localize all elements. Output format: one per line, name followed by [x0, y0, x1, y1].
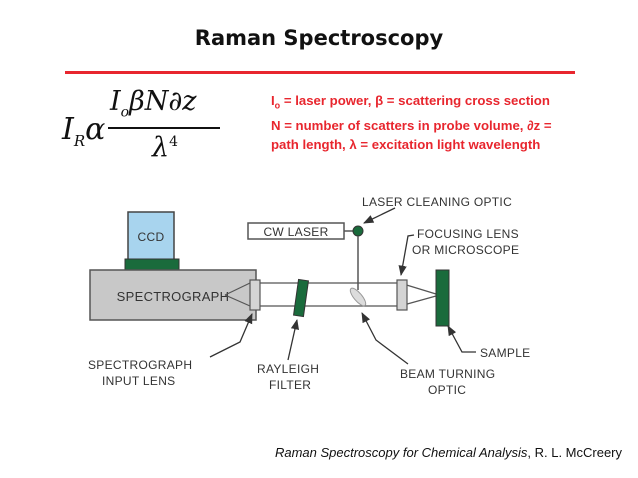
page-title: Raman Spectroscopy [194, 26, 444, 50]
rayleigh-filter [292, 278, 310, 318]
citation-title: Raman Spectroscopy for Chemical Analysis [274, 445, 528, 460]
formula-numerator-prefix: I [110, 86, 121, 117]
legend-line-3: path length, λ = excitation light wavele… [271, 136, 541, 152]
ccd-mount [124, 258, 180, 271]
focusing-lens-label-1: FOCUSING LENS [417, 227, 519, 241]
spectrograph-input-lens-label-1: SPECTROGRAPH [88, 358, 192, 372]
formula-lhs-subscript: R [73, 132, 86, 150]
spectrograph-label: SPECTROGRAPH [117, 289, 230, 304]
laser-cleaning-filter [352, 225, 364, 237]
beam-turning-optic-label-1: BEAM TURNING [400, 367, 495, 381]
legend-line-2: N = number of scatters in probe volume, … [271, 117, 552, 133]
raman-intensity-formula: IRα IoβN∂z λ4 [60, 84, 230, 174]
focusing-lens-label-2: OR MICROSCOPE [412, 243, 519, 257]
formula-fraction-bar [108, 127, 220, 129]
variable-legend: Io = laser power, β = scattering cross s… [271, 91, 631, 154]
input-cone-top [224, 282, 251, 296]
legend-line-1: Io = laser power, β = scattering cross s… [271, 91, 631, 116]
cw-laser-label: CW LASER [263, 225, 328, 239]
beam-turning-optic [349, 287, 367, 307]
formula-numerator-subscript: o [120, 104, 130, 121]
input-cone-bottom [224, 294, 251, 307]
formula-numerator-rest: βN∂z [129, 86, 197, 117]
spectrograph-input-lens [249, 279, 261, 311]
laser-cleaning-optic-label: LASER CLEANING OPTIC [362, 195, 512, 209]
spectrograph-input-lens-label-2: INPUT LENS [102, 374, 175, 388]
legend-line-1-text: = laser power, β = scattering cross sect… [280, 93, 550, 108]
spectrograph-box [89, 269, 257, 321]
formula-denominator: λ4 [152, 132, 178, 163]
title-underline [65, 71, 575, 74]
citation-author: , R. L. McCreery [527, 445, 622, 460]
focusing-lens [396, 279, 408, 311]
citation: Raman Spectroscopy for Chemical Analysis… [275, 445, 622, 460]
focusing-lens-pointer [398, 234, 415, 277]
beam-turning-optic-pointer [361, 312, 409, 365]
beam-turning-optic-label-2: OPTIC [428, 383, 466, 397]
laser-cleaning-pointer [363, 207, 396, 224]
legend-line-1-symbol: I [271, 93, 275, 108]
formula-proportional-sign: α [85, 112, 106, 147]
formula-denominator-base: λ [152, 132, 170, 163]
rayleigh-filter-pointer [287, 318, 300, 361]
rayleigh-filter-label-2: FILTER [269, 378, 311, 392]
sample [435, 269, 450, 327]
legend-line-1-subscript: o [274, 100, 281, 111]
sample-pointer [447, 325, 476, 353]
formula-denominator-exponent: 4 [169, 134, 179, 150]
ccd-label: CCD [138, 230, 165, 244]
formula-lhs: IRα [62, 112, 105, 150]
rayleigh-filter-label-1: RAYLEIGH [257, 362, 319, 376]
formula-lhs-symbol: I [62, 112, 74, 147]
sample-label: SAMPLE [480, 346, 531, 360]
spectrograph-input-lens-pointer [209, 313, 253, 358]
formula-numerator: IoβN∂z [110, 86, 197, 120]
